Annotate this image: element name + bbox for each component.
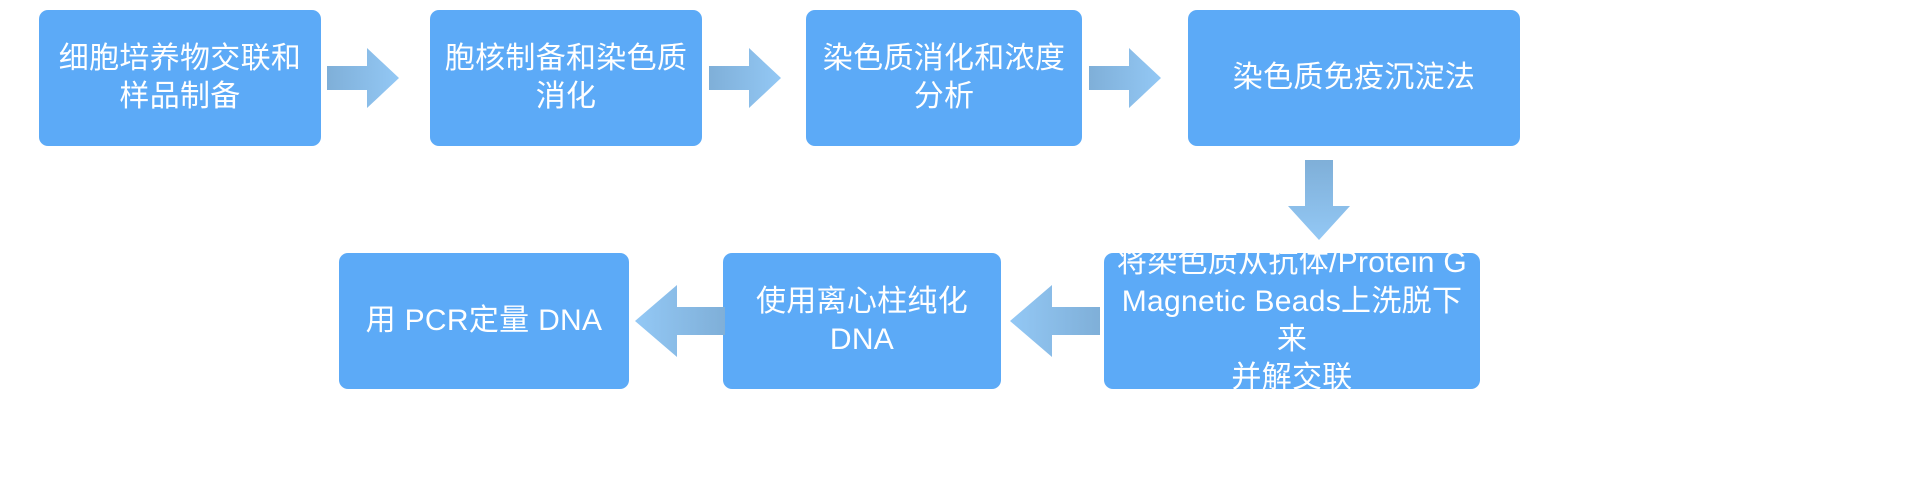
flow-step-5[interactable]: 将染色质从抗体/Protein G Magnetic Beads上洗脱下来 并解… [1104, 246, 1480, 394]
flow-step-4[interactable]: 染色质免疫沉淀法 [1188, 10, 1520, 146]
flow-step-1-label: 细胞培养物交联和 样品制备 [58, 41, 302, 113]
flow-step-5-label: 将染色质从抗体/Protein G Magnetic Beads上洗脱下来 并解… [1116, 246, 1468, 395]
flow-step-2[interactable]: 胞核制备和染色质 消化 [430, 10, 702, 146]
arrow-left-icon [1010, 285, 1100, 357]
arrow-right-icon [709, 48, 781, 108]
flow-step-2-label: 胞核制备和染色质 消化 [444, 41, 688, 113]
flow-step-7-label: 用 PCR定量 DNA [365, 303, 603, 337]
arrow-down-icon [1288, 160, 1350, 240]
arrow-right-icon [1089, 48, 1161, 108]
flow-step-1[interactable]: 细胞培养物交联和 样品制备 [39, 10, 321, 146]
arrow-left-icon [635, 285, 725, 357]
flow-step-4-label: 染色质免疫沉淀法 [1232, 60, 1476, 94]
flow-step-3[interactable]: 染色质消化和浓度 分析 [806, 10, 1082, 146]
flow-step-7[interactable]: 用 PCR定量 DNA [339, 253, 629, 389]
flow-step-6-label: 使用离心柱纯化 DNA [755, 284, 969, 356]
arrow-right-icon [327, 48, 399, 108]
flow-step-3-label: 染色质消化和浓度 分析 [822, 41, 1066, 113]
flow-step-6[interactable]: 使用离心柱纯化 DNA [723, 253, 1001, 389]
